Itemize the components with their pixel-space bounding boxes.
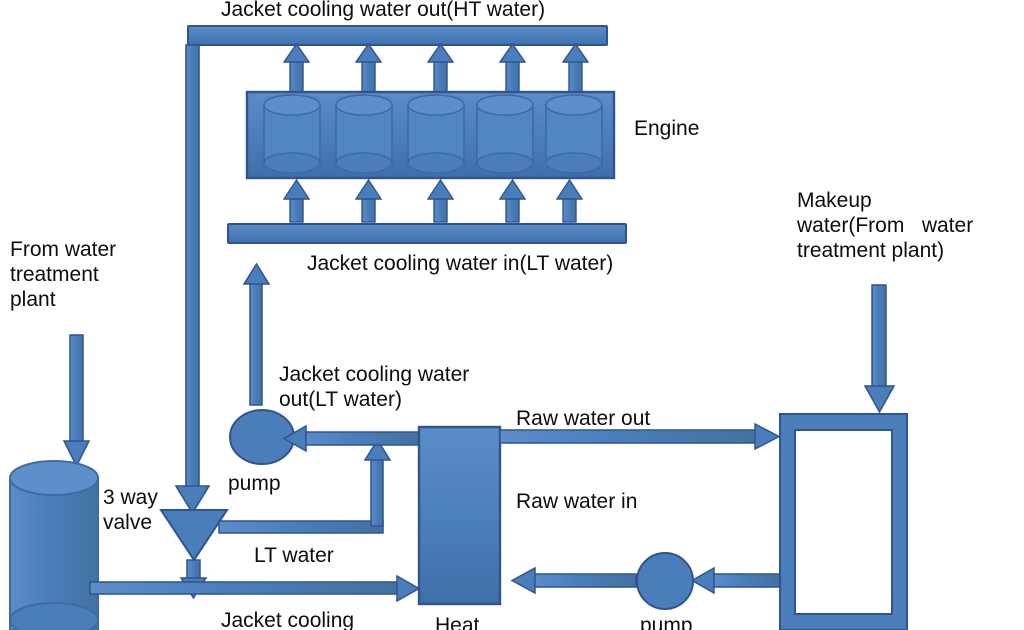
expansion-tank [9, 460, 99, 630]
engine-cylinder [407, 94, 465, 174]
label-heat-exchanger-bottom: Heat [435, 614, 480, 630]
label-pump-left: pump [228, 472, 281, 495]
lt-to-engine-arrows [282, 178, 584, 223]
hx-to-pump-arrow [282, 424, 421, 453]
engine-cylinder [335, 94, 393, 174]
label-lt-water-out: Jacket cooling water out(LT water) [279, 363, 470, 411]
label-raw-water-in: Raw water in [516, 490, 638, 513]
treatment-to-tank-arrow [62, 334, 91, 468]
label-three-way-valve: 3 way valve [103, 486, 158, 534]
label-lt-water-in: Jacket cooling water in(LT water) [307, 252, 614, 275]
raw-water-out-arrow [499, 422, 781, 451]
label-makeup-water: Makeup water(From water treatment plant) [797, 189, 974, 262]
lt-water-elbow-pipe [218, 438, 392, 534]
label-jacket-cooling-bottom: Jacket cooling [221, 609, 355, 630]
engine-cylinder [545, 94, 603, 174]
three-way-valve [159, 509, 229, 562]
label-pump-bottom: pump [640, 614, 693, 630]
lt-circulating-pump [229, 409, 295, 465]
label-ht-water-out: Jacket cooling water out(HT water) [221, 0, 546, 21]
label-lt-water: LT water [254, 544, 334, 567]
lt-manifold [227, 223, 627, 244]
heat-exchanger [417, 425, 502, 606]
engine-cylinder [476, 94, 534, 174]
engine-to-ht-arrows [282, 42, 590, 95]
raw-water-pump [636, 552, 694, 610]
makeup-water-arrow [863, 284, 896, 414]
label-raw-water-out: Raw water out [516, 407, 651, 430]
label-from-water-treatment-plant: From water treatment plant [10, 238, 117, 311]
tower-to-raw-pump-arrow [690, 566, 781, 595]
ht-manifold [187, 25, 608, 46]
cooling-tower [779, 413, 908, 630]
engine-block [245, 90, 616, 180]
engine-cylinder [263, 94, 321, 174]
ht-downcomer-pipe [174, 44, 211, 515]
tank-to-hx-line [89, 574, 421, 603]
label-engine: Engine [634, 117, 700, 140]
raw-pump-to-hx-arrow [510, 566, 637, 595]
pump-riser-pipe [242, 262, 271, 406]
